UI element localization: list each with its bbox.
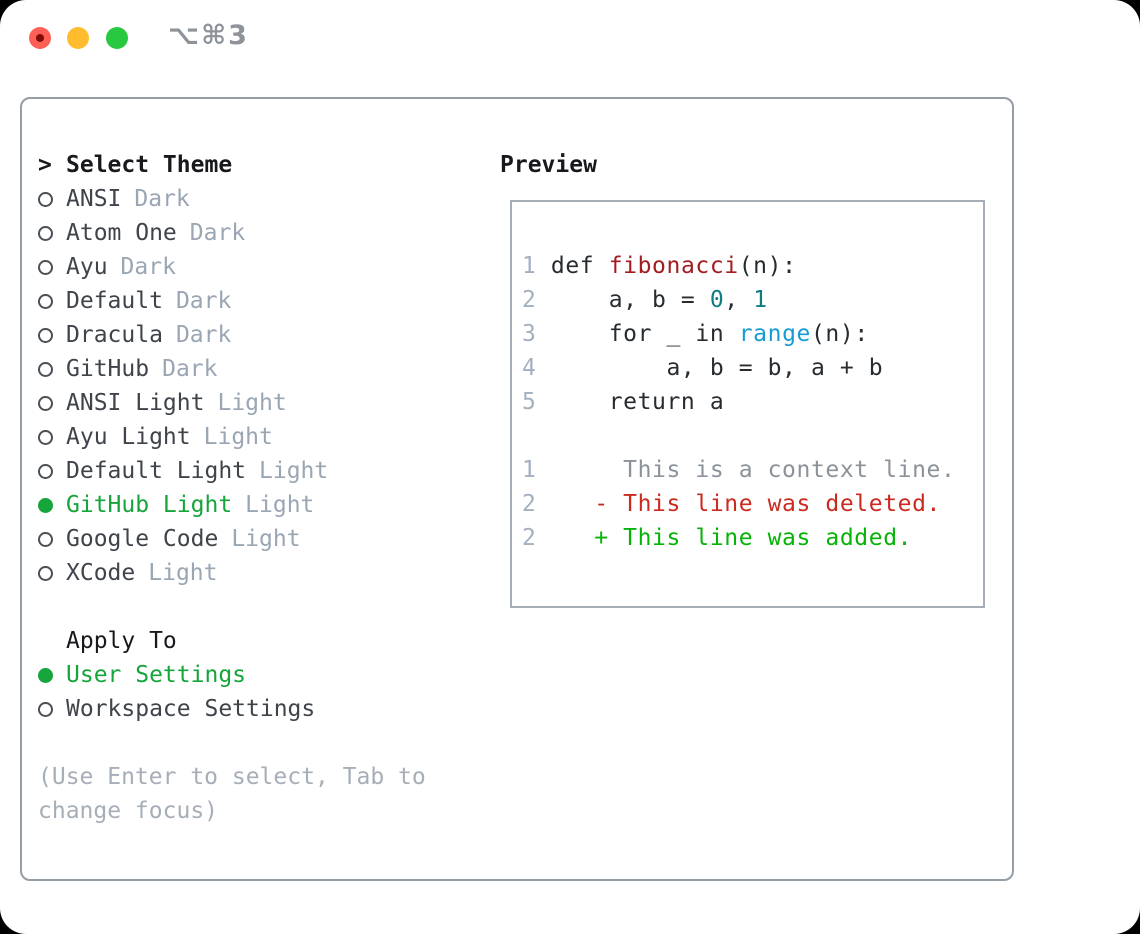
option-variant-label: Light: [231, 526, 301, 552]
close-button[interactable]: [29, 27, 51, 49]
radio-unselected-icon: [38, 701, 53, 717]
option-variant-label: Light: [245, 492, 315, 518]
option-label: ANSI Light: [66, 390, 205, 416]
option-variant-label: Dark: [175, 288, 232, 314]
theme-option-github[interactable]: GitHub Dark: [38, 352, 468, 386]
code-line: [522, 419, 983, 453]
option-label: GitHub Light: [66, 492, 233, 518]
code-preview: 1 def fibonacci(n): 2 a, b = 0, 1 3 for _ …: [512, 202, 983, 555]
option-variant-label: Dark: [189, 220, 246, 246]
apply-option-workspace-settings[interactable]: Workspace Settings: [38, 692, 468, 726]
theme-option-ansi[interactable]: ANSI Dark: [38, 182, 468, 216]
apply-option-user-settings[interactable]: User Settings: [38, 658, 468, 692]
theme-option-xcode[interactable]: XCode Light: [38, 556, 468, 590]
preview-header-label: Preview: [500, 152, 597, 178]
option-variant-label: Light: [148, 560, 218, 586]
theme-option-google-code[interactable]: Google Code Light: [38, 522, 468, 556]
theme-option-dracula[interactable]: Dracula Dark: [38, 318, 468, 352]
option-label: Ayu: [66, 254, 108, 280]
option-label: XCode: [66, 560, 136, 586]
theme-option-ayu[interactable]: Ayu Dark: [38, 250, 468, 284]
option-label: GitHub: [66, 356, 150, 382]
option-label: Google Code: [66, 526, 219, 552]
radio-unselected-icon: [38, 327, 53, 343]
theme-option-ayu-light[interactable]: Ayu Light Light: [38, 420, 468, 454]
option-label: Dracula: [66, 322, 163, 348]
option-label: Default: [66, 288, 163, 314]
radio-unselected-icon: [38, 565, 53, 581]
option-label: Ayu Light: [66, 424, 191, 450]
theme-option-ansi-light[interactable]: ANSI Light Light: [38, 386, 468, 420]
option-label: User Settings: [66, 662, 247, 688]
code-line: 2 + This line was added.: [522, 525, 913, 551]
option-variant-label: Dark: [175, 322, 232, 348]
option-variant-label: Light: [259, 458, 329, 484]
titlebar: ⌥⌘3: [0, 0, 1140, 76]
theme-option-github-light[interactable]: GitHub Light Light: [38, 488, 468, 522]
option-variant-label: Light: [203, 424, 273, 450]
radio-unselected-icon: [38, 395, 53, 411]
theme-option-atom-one[interactable]: Atom One Dark: [38, 216, 468, 250]
theme-option-default-light[interactable]: Default Light Light: [38, 454, 468, 488]
option-variant-label: Dark: [162, 356, 218, 382]
radio-unselected-icon: [38, 463, 53, 479]
zoom-button[interactable]: [106, 27, 128, 49]
radio-selected-icon: [38, 667, 53, 683]
code-line: 1 This is a context line.: [522, 457, 956, 483]
theme-selector-header: > Select Theme: [38, 148, 468, 182]
code-line: 2 - This line was deleted.: [522, 491, 941, 517]
help-text: (Use Enter to select, Tab to change focu…: [38, 764, 426, 824]
radio-selected-icon: [38, 497, 53, 513]
minimize-button[interactable]: [67, 27, 89, 49]
code-line: 4 a, b = b, a + b: [522, 355, 884, 381]
option-variant-label: Dark: [120, 254, 176, 280]
radio-unselected-icon: [38, 429, 53, 445]
option-variant-label: Dark: [134, 186, 190, 212]
code-line: 5 return a: [522, 389, 725, 415]
selection-chevron-icon: >: [38, 152, 52, 178]
option-label: ANSI: [66, 186, 122, 212]
preview-box: 1 def fibonacci(n): 2 a, b = 0, 1 3 for _ …: [510, 200, 985, 608]
radio-unselected-icon: [38, 531, 53, 547]
theme-selector-header-label: Select Theme: [66, 152, 233, 178]
option-variant-label: Light: [217, 390, 287, 416]
radio-unselected-icon: [38, 259, 53, 275]
apply-to-header-label: Apply To: [66, 628, 177, 654]
option-label: Atom One: [66, 220, 177, 246]
option-label: Default Light: [66, 458, 247, 484]
radio-unselected-icon: [38, 293, 53, 309]
radio-unselected-icon: [38, 225, 53, 241]
code-line: 2 a, b = 0, 1: [522, 287, 768, 313]
theme-option-default[interactable]: Default Dark: [38, 284, 468, 318]
spacer: [38, 590, 468, 624]
code-line: 3 for _ in range(n):: [522, 321, 869, 347]
option-label: Workspace Settings: [66, 696, 316, 722]
apply-to-header: Apply To: [38, 624, 468, 658]
radio-unselected-icon: [38, 361, 53, 377]
window-shortcut-label: ⌥⌘3: [168, 20, 249, 51]
radio-unselected-icon: [38, 191, 53, 207]
code-line: 1 def fibonacci(n):: [522, 253, 797, 279]
